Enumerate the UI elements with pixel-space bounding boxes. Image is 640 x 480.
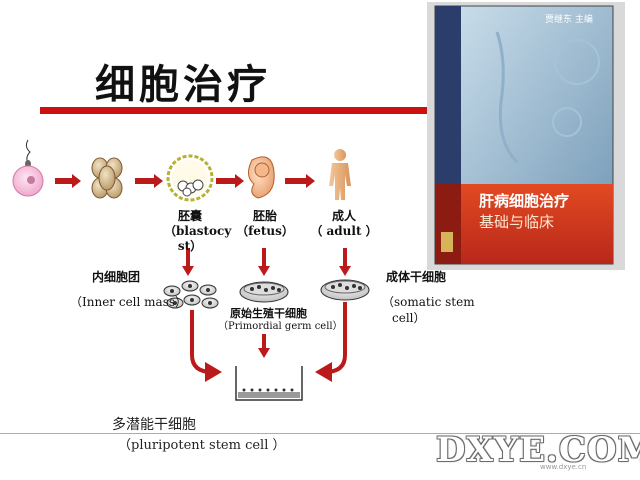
- book-author: 贾继东 主编: [545, 15, 593, 25]
- fetus-icon: [248, 156, 275, 199]
- inner-cell-mass-cells: [163, 280, 219, 309]
- somatic-cn: 成体干细胞: [386, 270, 447, 284]
- inner-cell-mass-nuclei: [170, 284, 212, 305]
- book-cover-image: 贾继东 主编 肝病细胞治疗 基础与临床: [427, 2, 625, 270]
- stage-fetus-en: （fetus）: [236, 224, 294, 238]
- bottom-divider: [0, 433, 640, 434]
- pluripotent-en: （pluripotent stem cell ）: [118, 438, 286, 453]
- stage-adult-cn: 成人: [331, 209, 356, 223]
- stage-fetus-cn: 胚胎: [252, 209, 277, 223]
- stage-adult-en: （ adult ）: [310, 224, 378, 238]
- egg-cell-icon: [12, 165, 44, 197]
- title-underline: [40, 107, 440, 114]
- stage-blastocyst-en: （blastocy st）: [164, 224, 232, 253]
- blastocyst-icon: [166, 154, 214, 202]
- adult-figure-icon: [329, 149, 351, 200]
- primordial-cn: 原始生殖干细胞: [230, 307, 307, 320]
- primordial-dish-icon: [239, 281, 289, 303]
- morula-icon: [91, 157, 123, 199]
- sperm-icon: [25, 139, 31, 168]
- down-arrows: [182, 248, 351, 358]
- watermark-logo: DXYE.COM: [436, 430, 640, 470]
- stage-blastocyst-label: 胚囊 （blastocy st）: [160, 209, 232, 254]
- inner-cell-mass-cn: 内细胞团: [92, 270, 141, 284]
- convergence-arrows: [190, 302, 347, 382]
- book-subtitle: 基础与临床: [479, 213, 555, 231]
- somatic-en: （somatic stem: [382, 295, 475, 309]
- inner-cell-mass-en: （Inner cell mass）: [70, 295, 188, 309]
- somatic-en-2: cell）: [392, 311, 426, 325]
- watermark-url: www.dxye.cn: [540, 463, 587, 471]
- culture-container-icon: [235, 366, 303, 401]
- stage-blastocyst-cn: 胚囊: [177, 209, 202, 223]
- primordial-en: （Primordial germ cell）: [218, 321, 343, 332]
- book-title: 肝病细胞治疗: [479, 192, 570, 210]
- stage-adult-label: 成人 （ adult ）: [308, 209, 380, 239]
- somatic-dish-icon: [320, 279, 370, 301]
- stage-fetus-label: 胚胎 （fetus）: [232, 209, 298, 239]
- slide-title: 细胞治疗: [95, 62, 271, 108]
- progress-arrows: [55, 174, 315, 188]
- pluripotent-cn: 多潜能干细胞: [112, 417, 196, 433]
